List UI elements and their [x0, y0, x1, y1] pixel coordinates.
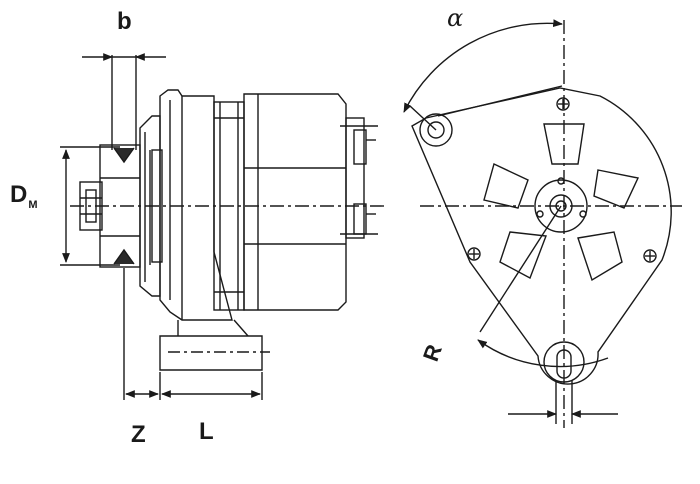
- label-d-main: D: [10, 181, 28, 208]
- dimension-alpha: [403, 19, 563, 131]
- front-view: [403, 19, 682, 428]
- screw-heads: [467, 97, 657, 263]
- dimension-bottom-slot: [508, 380, 618, 424]
- label-l: L: [199, 418, 214, 445]
- rear-terminals: [340, 117, 378, 239]
- dimension-b: [82, 53, 166, 150]
- top-mount-lug: [419, 113, 453, 147]
- side-view: [60, 53, 388, 400]
- label-alpha: α: [447, 4, 464, 32]
- dimension-dm: [60, 146, 120, 266]
- fan-slots: [483, 123, 640, 282]
- front-housing-outline: [411, 87, 672, 385]
- label-dm: DM: [10, 183, 38, 211]
- rear-housing: [243, 93, 347, 311]
- label-b: b: [117, 8, 132, 35]
- label-d-subscript: M: [28, 199, 38, 211]
- hub: [534, 177, 588, 233]
- dimension-r: [477, 205, 609, 368]
- dimension-z-l: [123, 268, 263, 400]
- bottom-mount-lug: [543, 341, 585, 383]
- label-z: Z: [131, 421, 146, 448]
- front-housing: [159, 89, 263, 371]
